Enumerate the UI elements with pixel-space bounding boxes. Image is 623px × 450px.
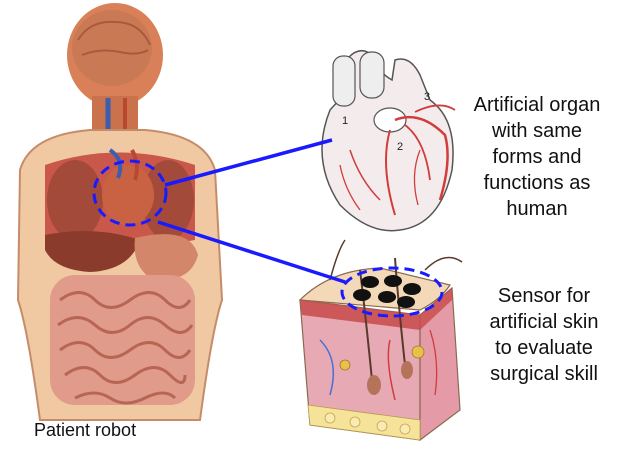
sensor-dot [361, 276, 379, 288]
sensor-dot [403, 283, 421, 295]
skin-label-line: artificial skin [468, 309, 620, 335]
heart-mark-3: 3 [424, 91, 430, 103]
organ-label: Artificial organ with same forms and fun… [453, 92, 621, 222]
patient-robot-torso-illustration [18, 3, 222, 420]
sensor-dot [397, 296, 415, 308]
skin-label: Sensor for artificial skin to evaluate s… [468, 283, 620, 387]
torso-heart [102, 165, 154, 225]
organ-label-line: Artificial organ [453, 92, 621, 118]
patient-robot-caption: Patient robot [34, 420, 136, 441]
artificial-heart-illustration: 1 2 3 [322, 51, 455, 231]
sensor-dot [378, 291, 396, 303]
sensor-dot [384, 275, 402, 287]
organ-label-line: with same [453, 118, 621, 144]
organ-label-line: human [453, 196, 621, 222]
organ-label-line: functions as [453, 170, 621, 196]
heart-mark-1: 1 [342, 115, 348, 127]
sensor-dot [353, 289, 371, 301]
heart-mark-2: 2 [397, 141, 403, 153]
skin-label-line: surgical skill [468, 361, 620, 387]
organ-label-line: forms and [453, 144, 621, 170]
skin-label-line: to evaluate [468, 335, 620, 361]
skin-label-line: Sensor for [468, 283, 620, 309]
